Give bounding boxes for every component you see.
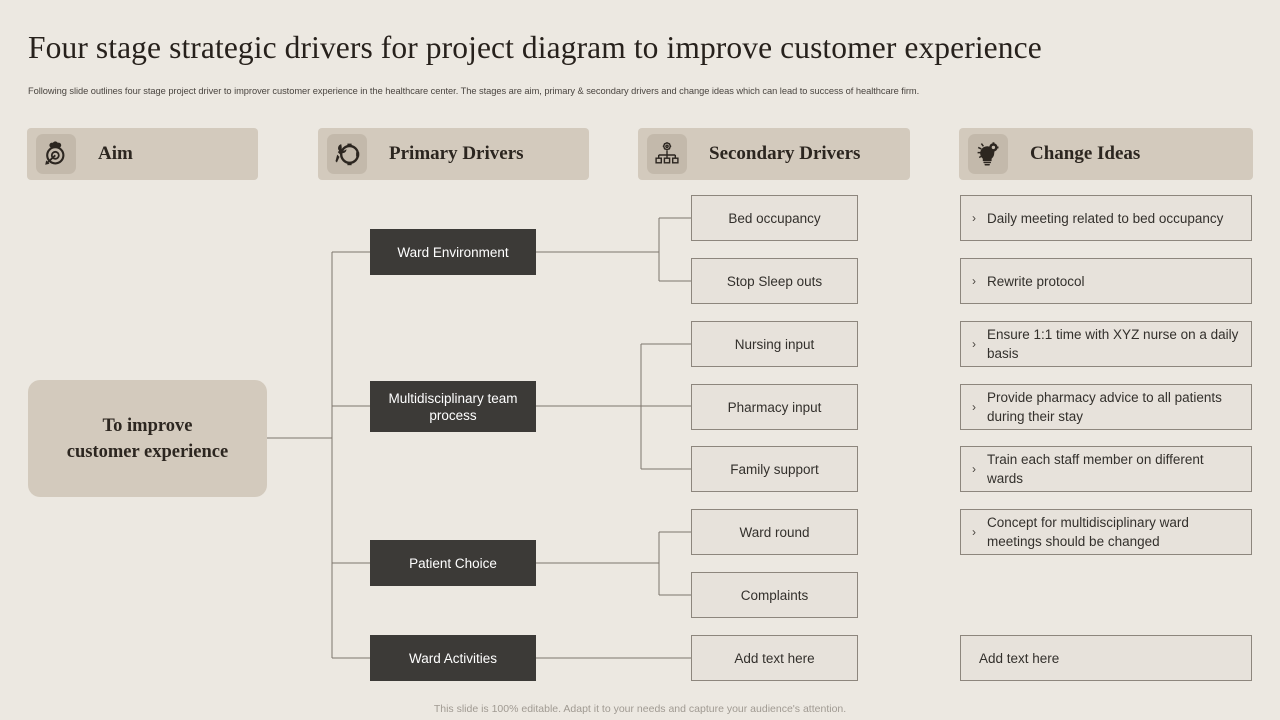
aim-line-2: customer experience [66,441,229,462]
change-idea-box[interactable]: Add text here [960,635,1252,681]
primary-driver-box[interactable]: Multidisciplinary team process [370,381,536,432]
secondary-driver-box[interactable]: Complaints [691,572,858,618]
secondary-driver-box[interactable]: Add text here [691,635,858,681]
chevron-right-icon: › [972,462,976,476]
primary-driver-box[interactable]: Ward Activities [370,635,536,681]
secondary-driver-box[interactable]: Nursing input [691,321,858,367]
change-idea-box[interactable]: › Train each staff member on different w… [960,446,1252,492]
secondary-driver-label: Complaints [740,587,809,603]
secondary-driver-label: Pharmacy input [727,399,822,415]
chevron-right-icon: › [972,274,976,288]
primary-driver-label: Patient Choice [409,555,497,571]
change-idea-label: Provide pharmacy advice to all patients … [987,390,1222,424]
column-header-secondary-drivers[interactable]: Secondary Drivers [638,128,910,180]
aim-box-text: To improve customer experience [67,413,228,465]
footer-note: This slide is 100% editable. Adapt it to… [433,703,847,715]
column-header-primary-drivers[interactable]: Primary Drivers [318,128,589,180]
column-header-aim[interactable]: Aim [27,128,258,180]
wrench-gear-icon [327,134,367,174]
change-idea-box[interactable]: › Ensure 1:1 time with XYZ nurse on a da… [960,321,1252,367]
secondary-driver-label: Add text here [734,650,815,666]
change-idea-label: Daily meeting related to bed occupancy [987,210,1224,226]
primary-driver-label: Ward Environment [397,244,509,260]
primary-driver-label: Multidisciplinary team process [388,390,518,423]
column-header-label: Primary Drivers [389,143,524,164]
secondary-driver-box[interactable]: Stop Sleep outs [691,258,858,304]
secondary-driver-box[interactable]: Pharmacy input [691,384,858,430]
page-title: Four stage strategic drivers for project… [28,30,1042,65]
column-header-change-ideas[interactable]: Change Ideas [959,128,1253,180]
aim-line-1: To improve [102,415,193,436]
column-header-label: Aim [98,143,133,164]
column-header-label: Secondary Drivers [709,143,861,164]
chevron-right-icon: › [972,400,976,414]
hierarchy-gear-icon [647,134,687,174]
change-idea-box[interactable]: › Daily meeting related to bed occupancy [960,195,1252,241]
chevron-right-icon: › [972,525,976,539]
change-idea-label: Rewrite protocol [987,273,1085,289]
secondary-driver-label: Bed occupancy [728,210,821,226]
change-idea-label: Add text here [979,650,1060,666]
chevron-right-icon: › [972,211,976,225]
secondary-driver-label: Family support [730,461,819,477]
chevron-right-icon: › [972,337,976,351]
primary-driver-box[interactable]: Patient Choice [370,540,536,586]
secondary-driver-box[interactable]: Ward round [691,509,858,555]
change-idea-box[interactable]: › Provide pharmacy advice to all patient… [960,384,1252,430]
change-idea-label: Ensure 1:1 time with XYZ nurse on a dail… [987,327,1239,361]
secondary-driver-label: Nursing input [734,336,815,352]
secondary-driver-box[interactable]: Bed occupancy [691,195,858,241]
column-header-label: Change Ideas [1030,143,1141,164]
change-idea-label: Concept for multidisciplinary ward meeti… [987,515,1189,549]
secondary-driver-box[interactable]: Family support [691,446,858,492]
aim-box[interactable]: To improve customer experience [28,380,267,497]
target-arrow-icon [36,134,76,174]
secondary-driver-label: Ward round [739,524,810,540]
change-idea-label: Train each staff member on different war… [987,452,1204,486]
change-idea-box[interactable]: › Rewrite protocol [960,258,1252,304]
primary-driver-label: Ward Activities [408,650,498,666]
primary-driver-box[interactable]: Ward Environment [370,229,536,275]
change-idea-box[interactable]: › Concept for multidisciplinary ward mee… [960,509,1252,555]
lightbulb-gear-icon [968,134,1008,174]
page-subtitle: Following slide outlines four stage proj… [28,86,920,96]
secondary-driver-label: Stop Sleep outs [726,273,823,289]
